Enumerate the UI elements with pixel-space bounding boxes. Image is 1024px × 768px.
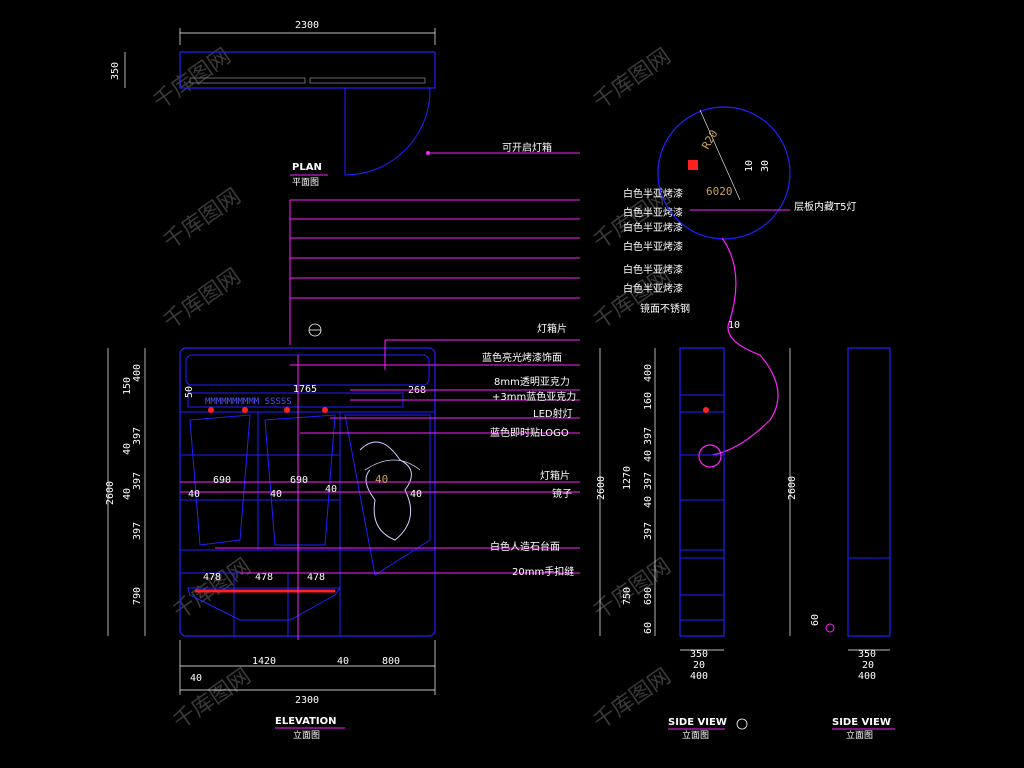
bottom-dim-40a: 40 — [337, 656, 349, 667]
detail-dim-10: 10 — [744, 160, 755, 172]
svg-text:千库图网: 千库图网 — [589, 44, 675, 115]
annotation-5: LED射灯 — [533, 408, 573, 420]
left-dim-40a: 40 — [122, 443, 133, 455]
mid-dim-40c: 40 — [325, 484, 337, 495]
paint-annotation-column: 白色半亚烤漆 白色半亚烤漆 白色半亚烤漆 白色半亚烤漆 白色半亚烤漆 白色半亚烤… — [623, 187, 690, 315]
left-dim-400: 400 — [132, 364, 143, 382]
annotation-3: 8mm透明亚克力 — [494, 375, 570, 388]
side2-base: 60 — [810, 614, 821, 626]
left-dim-150: 150 — [122, 377, 133, 395]
side1-lower-height: 750 — [622, 587, 633, 605]
paint-6: 镜面不锈钢 — [640, 302, 690, 315]
side-view-2: 2600 60 350 20 400 SIDE VIEW 立面图 — [787, 347, 895, 741]
side1-dim-1: 160 — [643, 392, 654, 410]
mid-dim-40b: 40 — [270, 489, 282, 500]
svg-text:千库图网: 千库图网 — [169, 554, 255, 625]
top-dim-1765: 1765 — [293, 384, 317, 395]
side1-dim-7: 690 — [643, 587, 654, 605]
detail-label: 层板内藏T5灯 — [794, 200, 856, 213]
paint-4: 白色半亚烤漆 — [623, 263, 683, 276]
side1-dim-5: 40 — [643, 496, 654, 508]
left-dim-40b: 40 — [122, 488, 133, 500]
plan-depth-dim: 350 — [110, 62, 121, 80]
drawer-dim-b: 478 — [255, 572, 273, 583]
plan-view: 2300 350 PLAN 平面图 — [110, 20, 580, 188]
svg-text:千库图网: 千库图网 — [169, 664, 255, 735]
side1-dim-2: 397 — [643, 427, 654, 445]
mid-dim-40a: 40 — [188, 489, 200, 500]
svg-text:千库图网: 千库图网 — [149, 44, 235, 115]
plan-subtitle: 平面图 — [292, 177, 319, 188]
side1-bottom-1: 20 — [693, 660, 705, 671]
left-dim-790: 790 — [132, 587, 143, 605]
paint-3: 白色半亚烤漆 — [623, 240, 683, 253]
side1-bottom-2: 400 — [690, 671, 708, 682]
mid-dim-690a: 690 — [213, 475, 231, 486]
side1-inner-height: 1270 — [622, 466, 633, 490]
side2-bottom-0: 350 — [858, 649, 876, 660]
side-view-1: 2600 1270 750 400 160 397 40 397 40 397 … — [596, 347, 748, 741]
svg-text:MMMMMMMMMM SSSSS: MMMMMMMMMM SSSSS — [205, 397, 292, 407]
side2-bottom-2: 400 — [858, 671, 876, 682]
elevation-title: ELEVATION — [275, 716, 336, 727]
elevation-subtitle: 立面图 — [293, 729, 320, 741]
detail-callout: R20 6020 10 30 层板内藏T5灯 10 — [657, 106, 856, 456]
drawer-dim-c: 478 — [307, 572, 325, 583]
side2-height: 2600 — [787, 476, 798, 500]
left-dim-397c: 397 — [132, 522, 143, 540]
left-dim-50: 50 — [184, 386, 195, 398]
left-dim-397a: 397 — [132, 427, 143, 445]
detail-size: 6020 — [706, 185, 733, 198]
mid-dim-40e: 40 — [375, 473, 388, 486]
detail-dim-30: 30 — [760, 160, 771, 172]
svg-text:千库图网: 千库图网 — [159, 264, 245, 335]
bottom-dim-1420: 1420 — [252, 656, 276, 667]
paint-1: 白色半亚烤漆 — [623, 206, 683, 219]
side2-bottom-1: 20 — [862, 660, 874, 671]
side1-dim-4: 397 — [643, 472, 654, 490]
annotation-10: 20mm手扣缝 — [512, 565, 574, 578]
paint-0: 白色半亚烤漆 — [623, 187, 683, 200]
annotation-6: 蓝色即时贴LOGO — [490, 426, 569, 439]
annotation-column: 可开启灯箱 灯箱片 蓝色亮光烤漆饰面 8mm透明亚克力 +3mm蓝色亚克力 LE… — [482, 141, 576, 578]
annotation-0: 可开启灯箱 — [502, 141, 552, 154]
section-marker-icon — [736, 718, 748, 730]
plan-title: PLAN — [292, 162, 322, 173]
side1-bottom-0: 350 — [690, 649, 708, 660]
side1-marker: 10 — [728, 320, 740, 331]
paint-2: 白色半亚烤漆 — [623, 221, 683, 234]
annotation-7: 灯箱片 — [540, 469, 570, 482]
paint-5: 白色半亚烤漆 — [623, 282, 683, 295]
annotation-9: 白色人造石台面 — [490, 540, 560, 553]
side1-outer-height: 2600 — [596, 476, 607, 500]
side1-dim-6: 397 — [643, 522, 654, 540]
svg-text:千库图网: 千库图网 — [589, 664, 675, 735]
elevation-view: MMMMMMMMMM SSSSS — [105, 323, 436, 741]
overall-width-dim: 2300 — [295, 695, 319, 706]
detail-radius: R20 — [699, 128, 720, 152]
mid-dim-690b: 690 — [290, 475, 308, 486]
plan-width-dim: 2300 — [295, 20, 319, 31]
svg-text:千库图网: 千库图网 — [159, 184, 245, 255]
leader-lines — [215, 199, 580, 574]
side1-subtitle: 立面图 — [682, 729, 709, 741]
side1-dim-3: 40 — [643, 450, 654, 462]
annotation-8: 镜子 — [552, 487, 572, 500]
bottom-dim-40b: 40 — [190, 673, 202, 684]
mid-dim-40d: 40 — [410, 489, 422, 500]
side2-subtitle: 立面图 — [846, 729, 873, 741]
side1-dim-8: 60 — [643, 622, 654, 634]
side1-dim-0: 400 — [643, 364, 654, 382]
section-marker-icon — [308, 323, 322, 337]
annotation-2: 蓝色亮光烤漆饰面 — [482, 351, 562, 364]
side1-title: SIDE VIEW — [668, 717, 727, 728]
overall-height-dim: 2600 — [105, 481, 116, 505]
annotation-1: 灯箱片 — [537, 322, 567, 335]
side2-title: SIDE VIEW — [832, 717, 891, 728]
left-dim-397b: 397 — [132, 472, 143, 490]
bottom-dim-800: 800 — [382, 656, 400, 667]
annotation-4: +3mm蓝色亚克力 — [492, 390, 576, 403]
drawer-dim-a: 478 — [203, 572, 221, 583]
